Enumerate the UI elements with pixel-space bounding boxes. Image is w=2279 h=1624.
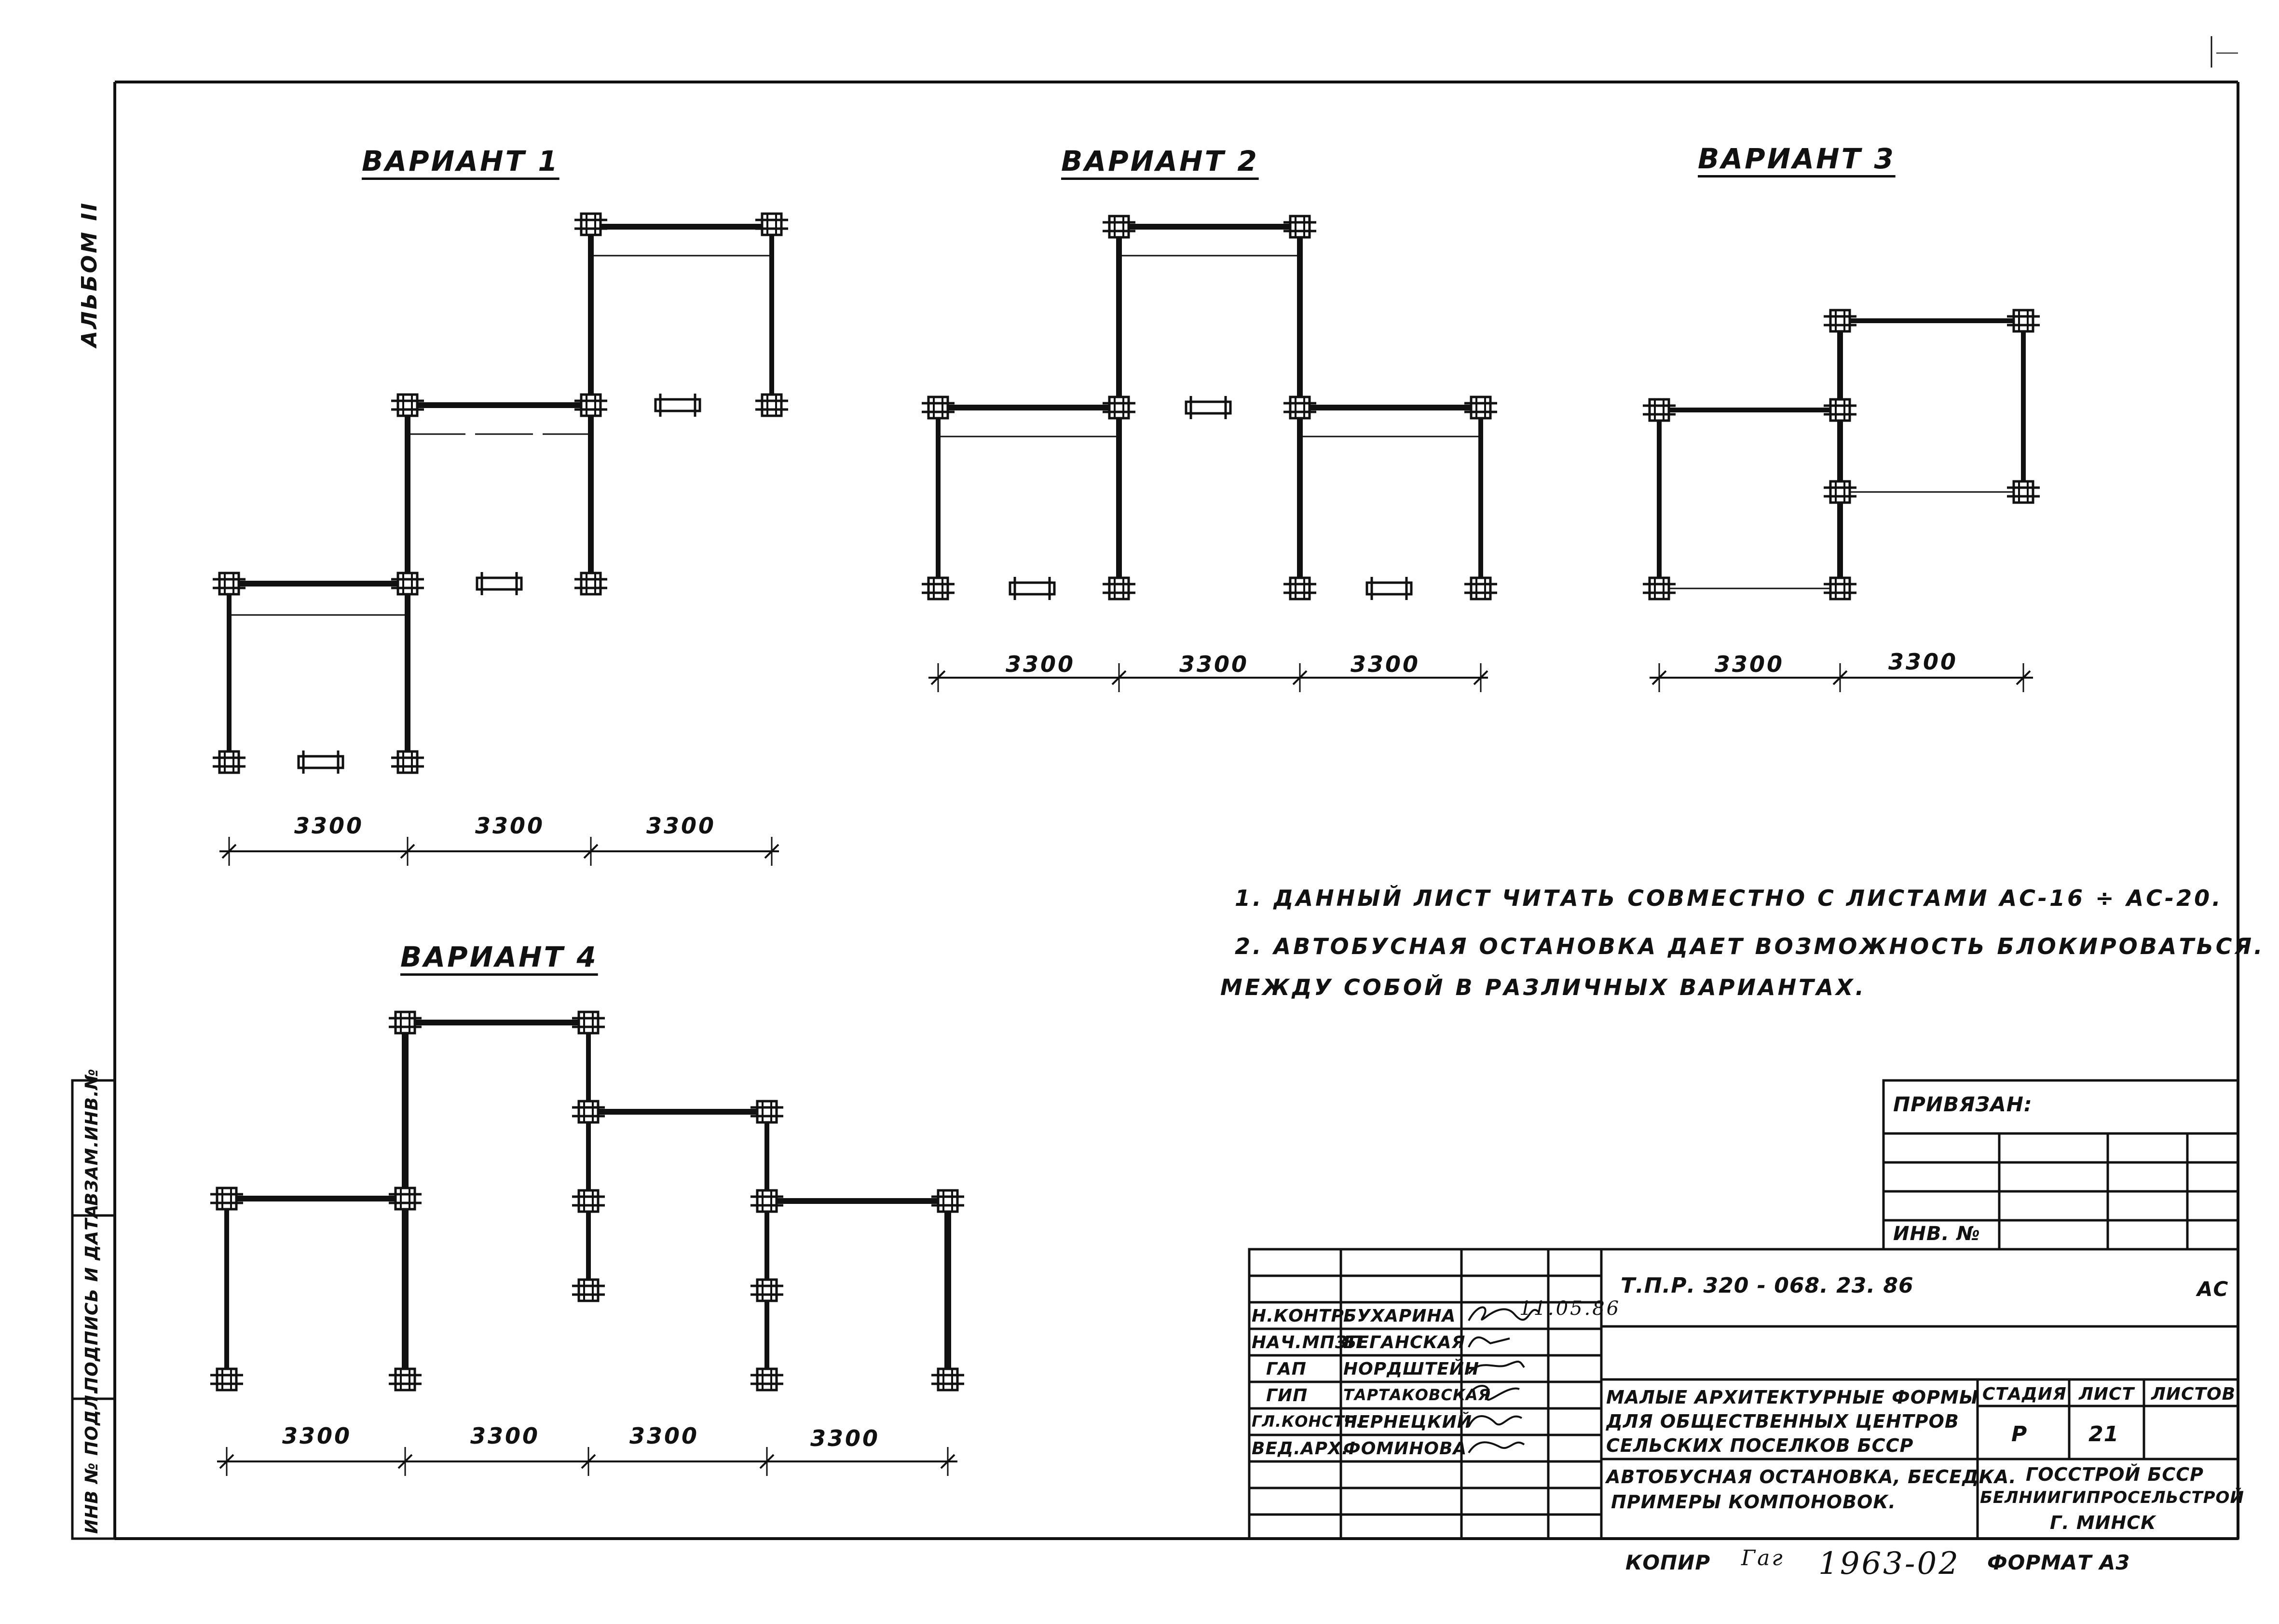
dimension-label: 3300	[646, 813, 716, 839]
copy-number: 1963-02	[1818, 1546, 1960, 1582]
dimension-label: 3300	[294, 813, 364, 839]
dimension-label: 3300	[470, 1423, 540, 1449]
variant-1-plan	[213, 214, 788, 774]
format-label: ФОРМАТ А3	[1987, 1551, 2130, 1574]
stage-header: СТАДИЯ	[1982, 1384, 2067, 1404]
copy-initials: Гаг	[1741, 1546, 1785, 1570]
sheet-name-line: ПРИМЕРЫ КОМПОНОВОК.	[1611, 1491, 1896, 1513]
dimension-label: 3300	[1351, 651, 1420, 677]
note-3: МЕЖДУ СОБОЙ В РАЗЛИЧНЫХ ВАРИАНТАХ.	[1220, 974, 1866, 1000]
person-name: БУХАРИНА	[1343, 1306, 1456, 1326]
person-name: ЧЕРНЕЦКИЙ	[1343, 1412, 1472, 1432]
variant-3-plan	[1643, 310, 2040, 599]
note-1: 1. ДАННЫЙ ЛИСТ ЧИТАТЬ СОВМЕСТНО С ЛИСТАМ…	[1235, 885, 2223, 911]
side-stamp-inv-label: ИНВ № ПОДЛ.	[82, 1387, 102, 1534]
variant-4-title: ВАРИАНТ 4	[400, 941, 598, 973]
variant-3-title: ВАРИАНТ 3	[1698, 142, 1896, 175]
project-name-line: СЕЛЬСКИХ ПОСЕЛКОВ БССР	[1606, 1435, 1914, 1456]
dimension-label: 3300	[1006, 651, 1076, 677]
variant-1-title: ВАРИАНТ 1	[362, 145, 560, 177]
album-label: АЛЬБОМ II	[77, 201, 102, 347]
binding-inv-label: ИНВ. №	[1893, 1223, 1980, 1245]
side-stamp-sign-label: ПОДПИСЬ И ДАТА	[82, 1204, 102, 1392]
dimension-label: 3300	[1715, 651, 1785, 677]
binding-title: ПРИВЯЗАН:	[1893, 1092, 2033, 1116]
role-label: ГИП	[1266, 1386, 1308, 1406]
sheet-number: 21	[2088, 1422, 2119, 1447]
role-label: НАЧ.МПЗП	[1252, 1333, 1363, 1352]
dimension-label: 3300	[629, 1423, 699, 1449]
sheet-header: ЛИСТ	[2079, 1384, 2135, 1404]
note-2: 2. АВТОБУСНАЯ ОСТАНОВКА ДАЕТ ВОЗМОЖНОСТЬ…	[1235, 933, 2265, 959]
role-label: Н.КОНТР.	[1252, 1306, 1351, 1326]
org-line: ГОССТРОЙ БССР	[2026, 1464, 2204, 1485]
copy-label: КОПИР	[1625, 1551, 1711, 1574]
title-block-grid	[1248, 1248, 2239, 1540]
person-name: БЕГАНСКАЯ	[1343, 1333, 1466, 1352]
dimension-label: 3300	[1888, 649, 1958, 675]
role-label: ГАП	[1266, 1359, 1307, 1379]
person-name: ФОМИНОВА	[1343, 1439, 1467, 1459]
variant-2-title: ВАРИАНТ 2	[1061, 145, 1259, 177]
person-name: НОРДШТЕЙН	[1343, 1359, 1480, 1379]
dimension-label: 3300	[1179, 651, 1249, 677]
sheets-header: ЛИСТОВ	[2151, 1384, 2236, 1404]
project-name-line: МАЛЫЕ АРХИТЕКТУРНЫЕ ФОРМЫ	[1606, 1387, 1979, 1408]
role-label: ГЛ.КОНСТР.	[1252, 1412, 1363, 1431]
dimension-label: 3300	[475, 813, 545, 839]
dimension-lines	[217, 662, 2033, 1477]
side-stamp	[71, 1079, 116, 1540]
sheet-frame	[113, 36, 2239, 1540]
org-line: Г. МИНСК	[2050, 1512, 2156, 1533]
project-name-line: ДЛЯ ОБЩЕСТВЕННЫХ ЦЕНТРОВ	[1606, 1411, 1959, 1432]
signatures	[1465, 1306, 1540, 1454]
dimension-label: 3300	[810, 1425, 880, 1451]
sheet-name-line: АВТОБУСНАЯ ОСТАНОВКА, БЕСЕДКА.	[1606, 1466, 2017, 1488]
role-label: ВЕД.АРХ.	[1252, 1439, 1349, 1459]
org-line: БЕЛНИИГИПРОСЕЛЬСТРОЙ	[1980, 1488, 2244, 1507]
side-stamp-replace-label: ВЗАМ.ИНВ.№	[82, 1068, 102, 1206]
sign-date: 11.05.86	[1519, 1297, 1621, 1320]
person-name: ТАРТАКОВСКАЯ	[1343, 1386, 1491, 1404]
stage-value: Р	[2011, 1422, 2028, 1447]
variant-2-plan	[922, 216, 1497, 600]
title-block-mark: АС	[2197, 1277, 2229, 1301]
dimension-label: 3300	[282, 1423, 352, 1449]
title-block-code: Т.П.Р. 320 - 068. 23. 86	[1621, 1273, 1914, 1298]
variant-4-plan	[210, 1012, 964, 1390]
